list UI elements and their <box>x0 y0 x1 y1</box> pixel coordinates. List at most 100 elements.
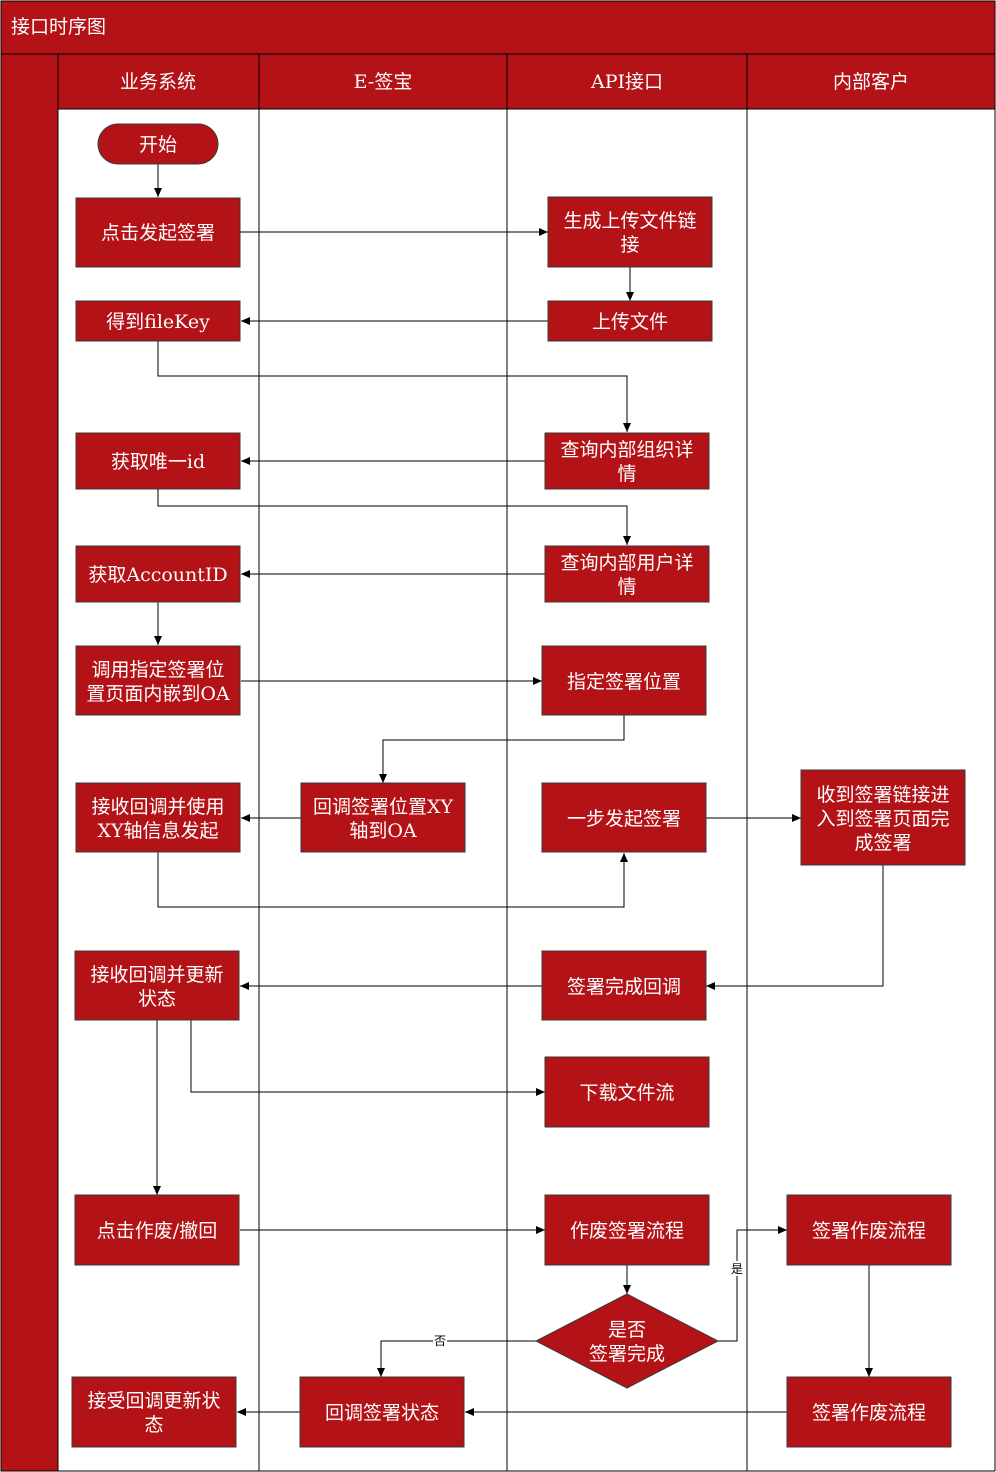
node-text-line: 签署完成回调 <box>567 976 681 998</box>
click-sign-node <box>75 197 241 268</box>
node-text-line: 情 <box>617 463 636 485</box>
start-node-label: 开始 <box>139 134 177 156</box>
node-text-line: 调用指定签署位 <box>91 659 224 681</box>
node-text-line: 查询内部用户详 <box>560 552 693 574</box>
sign-done-node-label: 签署完成回调 <box>567 976 681 998</box>
account-id-node-label: 获取AccountID <box>88 564 227 586</box>
node-text-line: 接收回调并更新 <box>90 964 223 986</box>
accept-update-node <box>71 1376 237 1448</box>
node-text-line: 点击发起签署 <box>101 222 215 244</box>
click-void-node <box>74 1194 240 1266</box>
edge-label-bg <box>433 1333 447 1348</box>
edge-uniqueid-to-queryuser <box>157 489 631 545</box>
callback-status-node <box>299 1376 465 1448</box>
click-sign-node-label: 点击发起签署 <box>101 222 215 244</box>
query-org-node <box>544 432 710 490</box>
node-text-line: 接 <box>620 234 639 256</box>
query-user-node <box>544 545 710 603</box>
node-text-line: 回调签署状态 <box>325 1402 439 1424</box>
edge-label-yes: 是 <box>731 1262 743 1276</box>
start-node <box>97 123 219 165</box>
node-text-line: 获取唯一id <box>111 451 205 473</box>
node-text-line: 开始 <box>139 134 177 156</box>
node-text-line: 一步发起签署 <box>567 808 681 830</box>
filekey-node <box>75 300 241 342</box>
node-text-line: 查询内部组织详 <box>560 439 693 461</box>
lane-title-business: 业务系统 <box>120 71 196 93</box>
node-text-line: 态 <box>144 1414 163 1436</box>
node-text-line: 入到签署页面完 <box>816 808 949 830</box>
void-flow-node <box>544 1194 710 1266</box>
edge-decision-yes <box>718 1226 787 1342</box>
recv-xy-node <box>75 782 241 853</box>
click-void-node-label: 点击作废/撤回 <box>97 1220 217 1242</box>
unique-id-node-label: 获取唯一id <box>111 451 205 473</box>
download-node-label: 下载文件流 <box>579 1082 674 1104</box>
one-step-node <box>541 782 707 853</box>
callback-status-node-label: 回调签署状态 <box>325 1402 439 1424</box>
callback-xy-node <box>300 782 466 853</box>
node-text-line: 是否 <box>608 1319 646 1341</box>
client-void-1-node <box>786 1194 952 1266</box>
decision-node <box>534 1293 720 1389</box>
client-void-2-node <box>786 1376 952 1448</box>
upload-node-label: 上传文件 <box>592 311 668 333</box>
call-pos-node <box>75 645 241 716</box>
edge-filekey-to-queryorg <box>157 341 631 432</box>
node-text-line: 状态 <box>138 988 176 1010</box>
edge-label-no: 否 <box>434 1334 446 1348</box>
client-void-1-node-label: 签署作废流程 <box>812 1220 926 1242</box>
lane-title-api: API接口 <box>590 71 663 93</box>
edge-setpos-to-callbackxy <box>379 715 625 783</box>
download-node <box>544 1056 710 1128</box>
set-pos-node <box>541 645 707 716</box>
edge-recvxy-to-onestep <box>157 852 628 908</box>
sign-done-node <box>541 950 707 1021</box>
node-text-line: 收到签署链接进 <box>816 784 949 806</box>
account-id-node <box>75 545 241 603</box>
connectors <box>153 164 884 1416</box>
node-text-line: 接收回调并使用 <box>91 796 224 818</box>
node-text-line: 指定签署位置 <box>567 671 681 693</box>
edge-recvupdate-to-download <box>190 1020 545 1096</box>
node-text-line: 情 <box>617 576 636 598</box>
node-text-line: 接受回调更新状 <box>87 1390 220 1412</box>
unique-id-node <box>75 432 241 490</box>
edge-label-bg <box>730 1261 744 1276</box>
title-bar <box>0 0 996 55</box>
client-void-2-node-label: 签署作废流程 <box>812 1402 926 1424</box>
recv-link-node <box>800 769 966 866</box>
upload-node <box>547 300 713 342</box>
node-text-line: 轴到OA <box>349 820 417 842</box>
node-text-line: 回调签署位置XY <box>313 796 454 818</box>
lane-header-strip <box>57 53 996 110</box>
node-text-line: XY轴信息发起 <box>97 820 218 842</box>
node-text-line: 点击作废/撤回 <box>97 1220 217 1242</box>
pool-band <box>0 53 59 1472</box>
node-text-line: 上传文件 <box>592 311 668 333</box>
node-text-line: 成签署 <box>854 832 911 854</box>
filekey-node-label: 得到fileKey <box>106 311 210 333</box>
gen-link-node <box>547 196 713 268</box>
edge-recvlink-to-signdone <box>706 865 884 990</box>
node-text-line: 下载文件流 <box>579 1082 674 1104</box>
edge-decision-no <box>377 1340 536 1377</box>
node-text-line: 签署作废流程 <box>812 1220 926 1242</box>
node-text-line: 签署作废流程 <box>812 1402 926 1424</box>
void-flow-node-label: 作废签署流程 <box>570 1220 684 1242</box>
node-text-line: 生成上传文件链 <box>563 210 696 232</box>
diagram-title: 接口时序图 <box>11 16 106 38</box>
node-text-line: 签署完成 <box>589 1343 665 1365</box>
node-text-line: 获取AccountID <box>88 564 227 586</box>
